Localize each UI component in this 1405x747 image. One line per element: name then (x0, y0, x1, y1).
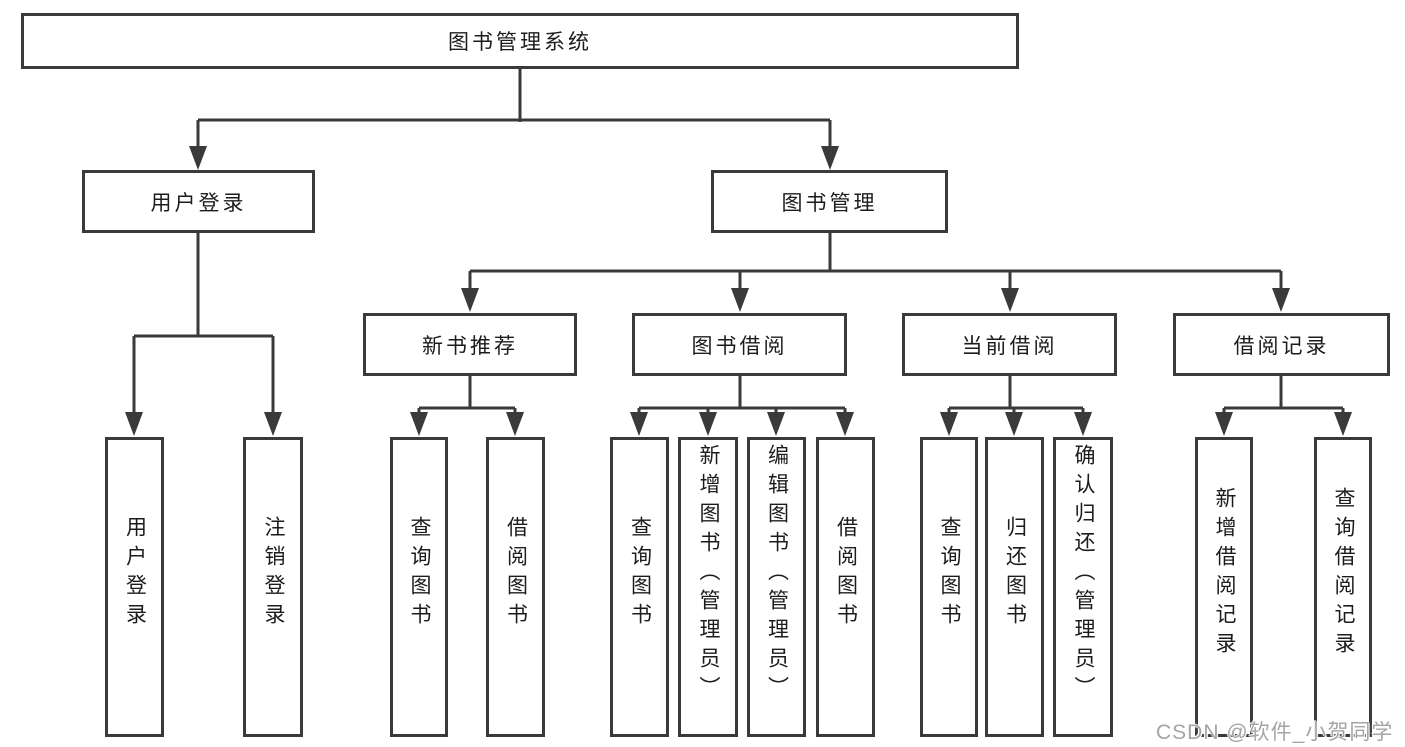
node-label: 图书管理系统 (448, 31, 592, 54)
node-current-borrowing: 当前借阅 (902, 313, 1117, 376)
node-user-login-module: 用户登录 (82, 170, 315, 233)
node-leaf-return-books: 归还图书 (985, 437, 1044, 737)
node-label: 新增图书（管理员） (697, 443, 720, 705)
node-label: 新增借阅记录 (1213, 487, 1236, 661)
watermark: CSDN @软件_小贺同学 (1156, 721, 1394, 744)
node-leaf-query-books-recommend: 查询图书 (390, 437, 448, 737)
node-borrowing-records: 借阅记录 (1173, 313, 1390, 376)
node-label: 图书借阅 (691, 334, 788, 358)
node-label: 借阅图书 (504, 516, 528, 632)
node-label: 当前借阅 (961, 334, 1058, 358)
node-leaf-logout: 注销登录 (243, 437, 303, 737)
node-leaf-query-books-borrowing: 查询图书 (610, 437, 669, 737)
node-label: 查询图书 (408, 516, 431, 632)
arrowheads (125, 146, 1352, 436)
node-library-management-system: 图书管理系统 (21, 13, 1019, 69)
node-label: 用户登录 (123, 516, 147, 632)
node-leaf-query-borrow-record: 查询借阅记录 (1314, 437, 1372, 737)
node-label: 借阅记录 (1233, 334, 1330, 358)
node-label: 确认归还（管理员） (1072, 443, 1095, 705)
node-label: 新书推荐 (422, 334, 518, 358)
node-label: 查询借阅记录 (1332, 487, 1355, 661)
node-book-borrowing: 图书借阅 (632, 313, 847, 376)
node-label: 编辑图书（管理员） (765, 443, 789, 705)
node-leaf-edit-books-admin: 编辑图书（管理员） (747, 437, 806, 737)
node-leaf-borrow-books: 借阅图书 (816, 437, 875, 737)
node-label: 用户登录 (150, 191, 247, 215)
node-label: 借阅图书 (834, 516, 858, 632)
node-leaf-borrow-books-recommend: 借阅图书 (486, 437, 545, 737)
node-label: 归还图书 (1003, 516, 1027, 632)
node-leaf-query-books-current: 查询图书 (920, 437, 978, 737)
node-label: 图书管理 (781, 191, 878, 215)
node-label: 注销登录 (262, 516, 285, 632)
node-book-management-module: 图书管理 (711, 170, 948, 233)
node-leaf-user-login: 用户登录 (105, 437, 164, 737)
node-leaf-confirm-return-admin: 确认归还（管理员） (1053, 437, 1113, 737)
node-leaf-add-borrow-record: 新增借阅记录 (1195, 437, 1253, 737)
node-label: 查询图书 (628, 516, 652, 632)
node-new-book-recommendation: 新书推荐 (363, 313, 577, 376)
node-label: 查询图书 (938, 516, 961, 632)
node-leaf-add-books-admin: 新增图书（管理员） (678, 437, 738, 737)
